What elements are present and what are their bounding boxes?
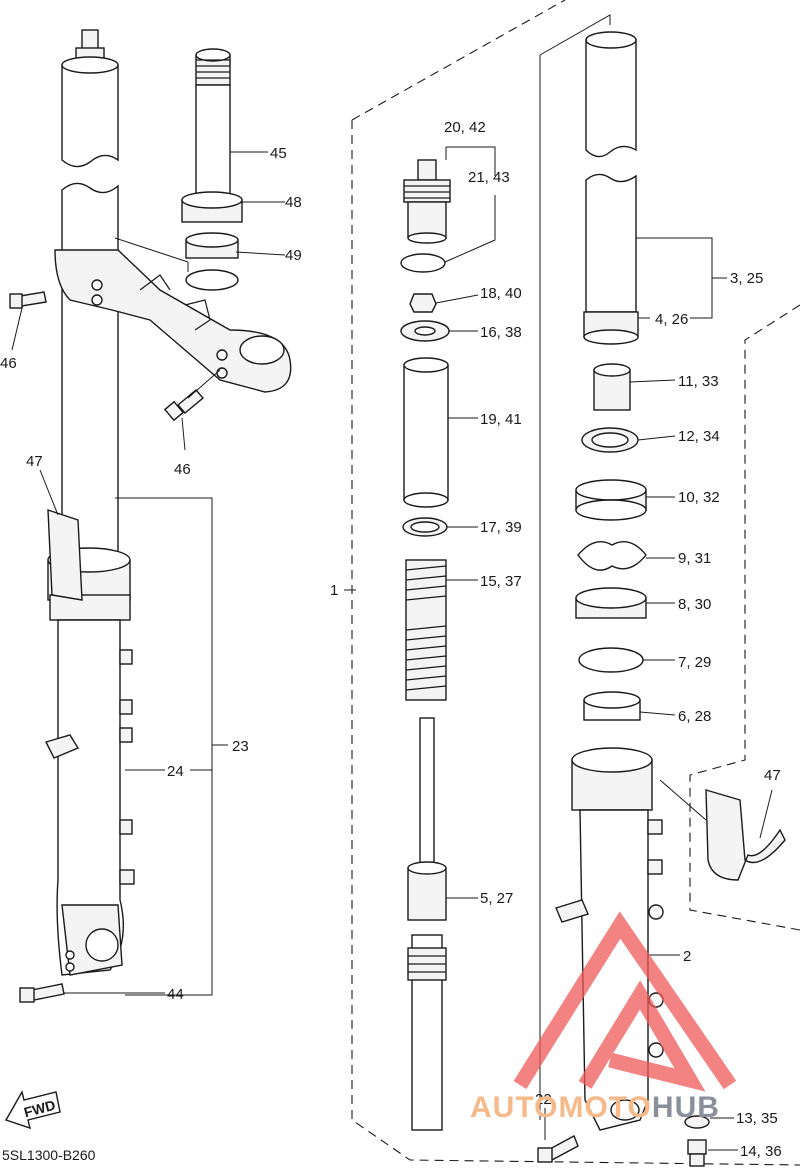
callout-9-31: 9, 31 xyxy=(678,550,711,567)
callout-15-37: 15, 37 xyxy=(480,573,522,590)
callout-labels: 45 48 49 46 46 47 23 24 44 1 20, 42 21, … xyxy=(0,119,782,1163)
callout-19-41: 19, 41 xyxy=(480,411,522,428)
callout-11-33: 11, 33 xyxy=(678,373,719,390)
callout-16-38: 16, 38 xyxy=(480,324,522,341)
callout-1: 1 xyxy=(330,582,338,599)
watermark-text: AUTOMOTOHUB xyxy=(470,1091,720,1124)
callout-47-left: 47 xyxy=(26,453,43,470)
assembly-boundary xyxy=(351,0,800,1166)
callout-47-right: 47 xyxy=(764,767,781,784)
callout-21-43: 21, 43 xyxy=(468,169,510,186)
callout-17-39: 17, 39 xyxy=(480,519,522,536)
callout-44: 44 xyxy=(167,986,184,1003)
callout-13-35: 13, 35 xyxy=(736,1110,778,1127)
callout-14-36: 14, 36 xyxy=(740,1143,782,1160)
drawing-code: 5SL1300-B260 xyxy=(2,1147,96,1163)
callout-12-34: 12, 34 xyxy=(678,428,720,445)
callout-3-25: 3, 25 xyxy=(730,270,763,287)
callout-23: 23 xyxy=(232,738,249,755)
callout-49: 49 xyxy=(285,247,302,264)
left-fork-assembly xyxy=(4,29,292,1130)
fwd-label: FWD xyxy=(22,1097,57,1121)
callout-46-left: 46 xyxy=(0,355,17,372)
watermark-brand-a: AUTOMOTO xyxy=(470,1091,652,1124)
watermark-logo: AUTOMOTOHUB xyxy=(470,911,737,1124)
callout-46-bracket: 46 xyxy=(174,461,191,478)
callout-48: 48 xyxy=(285,194,302,211)
callout-6-28: 6, 28 xyxy=(678,708,711,725)
callout-2: 2 xyxy=(683,948,691,965)
callout-45: 45 xyxy=(270,145,287,162)
watermark-triangle xyxy=(513,911,737,1092)
callout-7-29: 7, 29 xyxy=(678,654,711,671)
callout-22: 22 xyxy=(535,1091,552,1108)
watermark-brand-b: HUB xyxy=(652,1091,720,1124)
callout-18-40: 18, 40 xyxy=(480,285,522,302)
callout-4-26: 4, 26 xyxy=(655,311,688,328)
damper-internal-parts xyxy=(400,159,451,1131)
leader-lines xyxy=(11,14,773,1151)
callout-10-32: 10, 32 xyxy=(678,489,720,506)
callout-5-27: 5, 27 xyxy=(480,890,513,907)
callout-24: 24 xyxy=(167,763,184,780)
right-fork-parts xyxy=(537,31,786,1167)
callout-8-30: 8, 30 xyxy=(678,596,711,613)
callout-20-42: 20, 42 xyxy=(444,119,486,136)
